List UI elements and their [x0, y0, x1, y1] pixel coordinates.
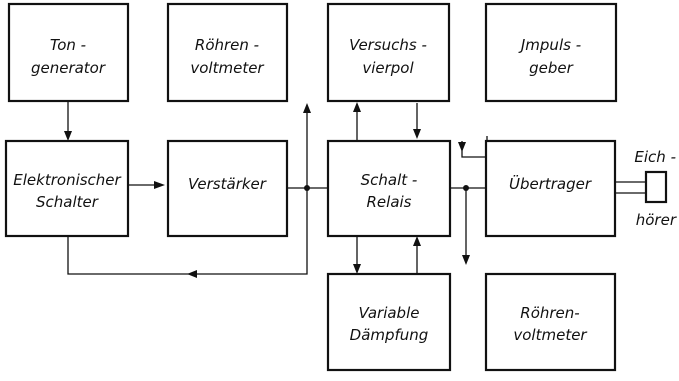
schaltrelais-label-2: Relais — [367, 193, 412, 211]
arrow-from-vierpol — [413, 129, 421, 139]
arrow-into-vierpol — [353, 102, 361, 112]
roehrenvoltmeter-bottom-label-1: Röhren- — [520, 304, 579, 322]
roehrenvoltmeter-top-label-1: Röhren - — [195, 36, 259, 54]
uebertrager-label: Übertrager — [509, 174, 592, 193]
tongenerator-label-1: Ton - — [50, 36, 86, 54]
eichhoerer-label-2: hörer — [636, 211, 677, 229]
block-verstaerker: Verstärker — [166, 139, 289, 238]
earphone-icon — [644, 170, 668, 204]
elektronischer-schalter-label-2: Schalter — [36, 193, 99, 211]
roehrenvoltmeter-bottom-label-2: voltmeter — [513, 326, 587, 344]
impulsgeber-label-2: geber — [529, 59, 574, 77]
block-elektronischer-schalter: Elektronischer Schalter — [4, 139, 130, 238]
block-impulsgeber: Jmpuls - geber — [484, 2, 618, 103]
junction-dot-left — [304, 185, 310, 191]
arrowheads — [64, 102, 470, 278]
junctions — [304, 185, 469, 191]
arrow-into-verstaerker — [154, 181, 165, 189]
block-roehrenvoltmeter-top: Röhren - voltmeter — [166, 2, 289, 103]
verstaerker-label: Verstärker — [188, 175, 267, 193]
block-variable-daempfung: Variable Dämpfung — [326, 272, 452, 372]
arrow-into-daempfung — [353, 264, 361, 274]
block-roehrenvoltmeter-bottom: Röhren- voltmeter — [484, 272, 617, 372]
arrow-into-voltmeter-top — [303, 103, 311, 113]
variable-daempfung-label-2: Dämpfung — [350, 326, 429, 344]
arrow-from-impulsgeber — [458, 142, 466, 152]
elektronischer-schalter-label-1: Elektronischer — [13, 171, 121, 189]
impulsgeber-label-1: Jmpuls - — [518, 36, 581, 54]
block-uebertrager: Übertrager — [484, 139, 617, 238]
block-tongenerator: Ton - generator — [7, 2, 130, 103]
versuchsvierpol-label-1: Versuchs - — [349, 36, 427, 54]
arrow-into-schalter — [64, 131, 72, 141]
variable-daempfung-label-1: Variable — [359, 304, 420, 322]
wire-impulsgeber-to-relais — [461, 136, 488, 158]
tongenerator-label-2: generator — [31, 59, 106, 77]
arrow-into-voltmeter-bottom — [462, 255, 470, 265]
arrow-from-daempfung — [413, 236, 421, 246]
eichhoerer-label-1: Eich - — [634, 148, 676, 166]
arrow-feedback-left — [187, 270, 197, 278]
eichhoerer: Eich - hörer — [634, 148, 676, 229]
block-schaltrelais: Schalt - Relais — [326, 139, 452, 238]
versuchsvierpol-label-2: vierpol — [362, 59, 414, 77]
junction-dot-right — [463, 185, 469, 191]
roehrenvoltmeter-top-label-2: voltmeter — [190, 59, 264, 77]
schaltrelais-label-1: Schalt - — [361, 171, 418, 189]
block-versuchsvierpol: Versuchs - vierpol — [326, 2, 451, 103]
